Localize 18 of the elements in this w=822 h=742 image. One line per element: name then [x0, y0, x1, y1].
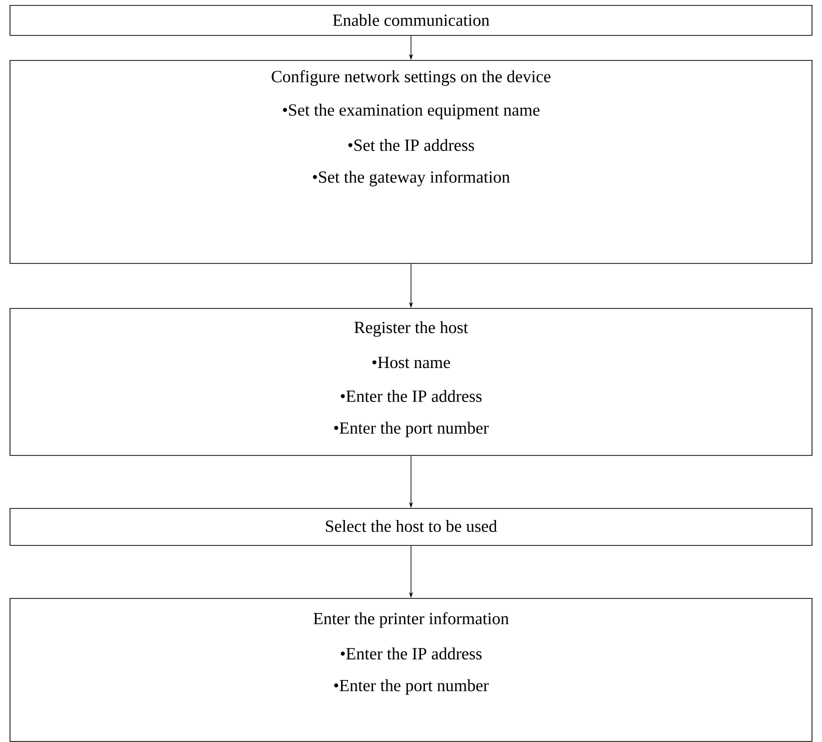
- step-heading: Enable communication: [332, 14, 490, 26]
- step-heading: Select the host to be used: [326, 520, 497, 532]
- step-box: [10, 508, 812, 546]
- bullet-item: •Host name: [372, 356, 450, 368]
- step-box: [10, 308, 812, 456]
- bullet-item: •Set the gateway information: [312, 170, 510, 186]
- step-heading: Enter the printer information: [314, 612, 509, 628]
- bullet-item: •Set the IP address: [348, 139, 474, 151]
- bullet-item: •Enter the port number: [334, 422, 489, 438]
- step-heading: Configure network settings on the device: [272, 70, 550, 86]
- bullet-item: •Enter the IP address: [340, 390, 482, 402]
- bullet-item: •Set the examination equipment name: [282, 104, 540, 120]
- step-box: [10, 4, 812, 36]
- step-box: [10, 598, 812, 742]
- bullet-item: •Enter the port number: [334, 679, 489, 695]
- bullet-item: •Enter the IP address: [340, 648, 482, 660]
- step-box: [10, 60, 812, 264]
- step-heading: Register the host: [354, 321, 468, 337]
